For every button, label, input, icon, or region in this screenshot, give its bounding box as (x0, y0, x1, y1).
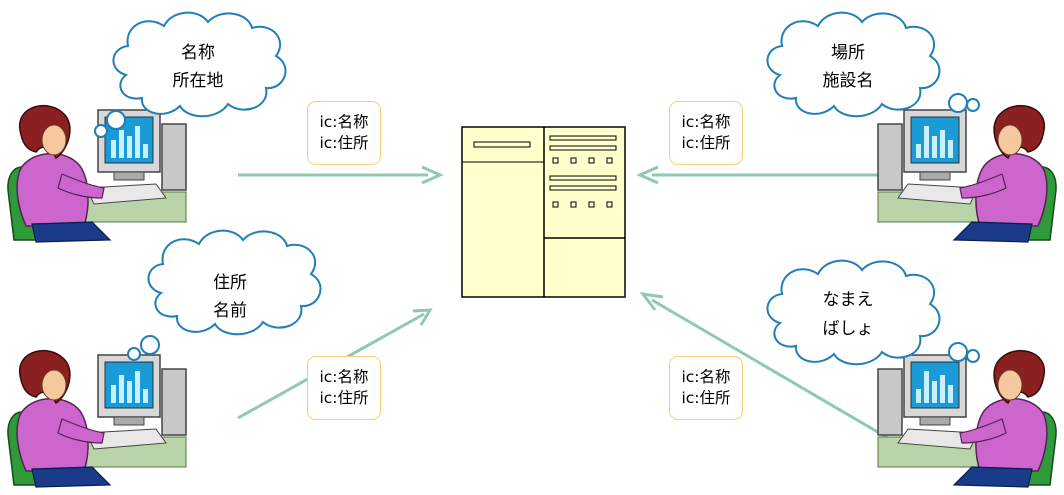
person-icon (7, 349, 187, 488)
server-icon (461, 126, 626, 298)
thought-cloud (766, 11, 941, 118)
thought-line-2: 所在地 (173, 71, 224, 91)
user-bottom-left: 住所 名前 (7, 229, 322, 488)
label-line-2: ic:住所 (319, 389, 369, 407)
arrowhead-bottom-right (639, 291, 664, 311)
thought-line-1: 住所 (213, 273, 247, 293)
person-icon (877, 104, 1057, 243)
arrowhead-top-right (636, 165, 659, 185)
label-line-1: ic:名称 (319, 368, 369, 386)
person-icon (877, 349, 1057, 488)
label-line-2: ic:住所 (681, 389, 731, 407)
user-top-left: 名称 所在地 (7, 11, 287, 243)
user-top-right: 場所 施設名 (766, 11, 1057, 243)
arrow-bottom-right (651, 298, 906, 450)
label-line-1: ic:名称 (681, 113, 731, 131)
label-line-2: ic:住所 (681, 134, 731, 152)
label-box-bottom-right: ic:名称 ic:住所 (669, 356, 743, 420)
arrowhead-bottom-left (412, 308, 433, 326)
thought-line-2: 施設名 (823, 71, 874, 91)
label-line-1: ic:名称 (681, 368, 731, 386)
thought-line-2: ばしょ (823, 319, 874, 339)
user-bottom-right: なまえ ばしょ (766, 259, 1057, 488)
thought-line-1: 場所 (831, 43, 865, 63)
label-box-top-left: ic:名称 ic:住所 (307, 101, 381, 165)
thought-line-1: 名称 (181, 43, 215, 63)
label-line-1: ic:名称 (319, 113, 369, 131)
arrowhead-top-left (421, 165, 444, 185)
thought-cloud (766, 259, 941, 366)
label-box-bottom-left: ic:名称 ic:住所 (307, 356, 381, 420)
label-box-top-right: ic:名称 ic:住所 (669, 101, 743, 165)
thought-line-1: なまえ (823, 290, 874, 310)
label-line-2: ic:住所 (319, 134, 369, 152)
thought-line-2: 名前 (213, 301, 247, 321)
thought-cloud (112, 11, 287, 118)
